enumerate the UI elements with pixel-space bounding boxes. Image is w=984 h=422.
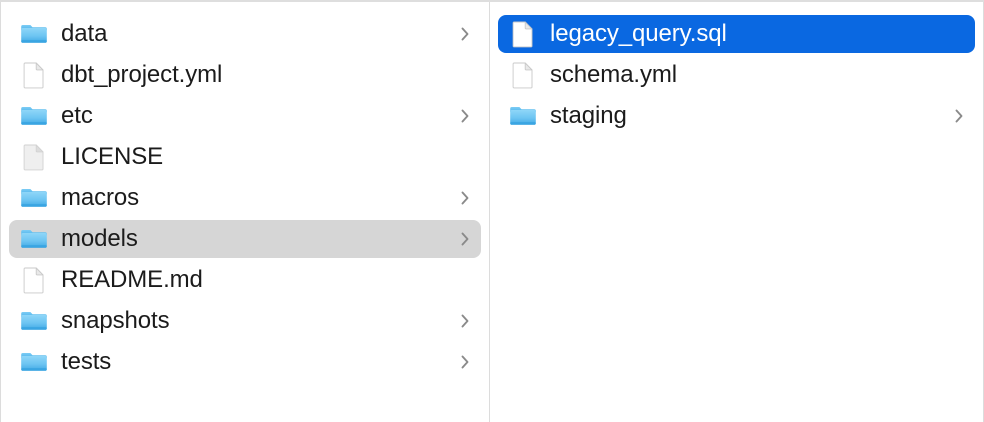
finder-column-child[interactable]: legacy_query.sql schema.yml staging <box>490 2 984 422</box>
item-label: dbt_project.yml <box>61 61 223 88</box>
folder-icon <box>19 224 49 254</box>
item-label: data <box>61 20 108 47</box>
document-icon <box>508 60 538 90</box>
item-label: models <box>61 225 138 252</box>
folder-icon <box>19 183 49 213</box>
item-label: snapshots <box>61 307 170 334</box>
item-label: LICENSE <box>61 143 164 170</box>
file-row[interactable]: LICENSE <box>9 138 481 176</box>
folder-row[interactable]: snapshots <box>9 302 481 340</box>
finder-column-parent[interactable]: data dbt_project.yml etc LICENSE <box>0 2 490 422</box>
file-row[interactable]: dbt_project.yml <box>9 56 481 94</box>
item-label: tests <box>61 348 112 375</box>
file-row[interactable]: README.md <box>9 261 481 299</box>
item-label: etc <box>61 102 93 129</box>
item-label: schema.yml <box>550 61 678 88</box>
chevron-right-icon[interactable] <box>458 228 472 250</box>
chevron-right-icon[interactable] <box>952 105 966 127</box>
folder-row[interactable]: data <box>9 15 481 53</box>
file-row[interactable]: legacy_query.sql <box>498 15 975 53</box>
file-row[interactable]: schema.yml <box>498 56 975 94</box>
plain-document-icon <box>19 142 49 172</box>
folder-row[interactable]: etc <box>9 97 481 135</box>
item-label: staging <box>550 102 627 129</box>
folder-row[interactable]: tests <box>9 343 481 381</box>
chevron-right-icon[interactable] <box>458 351 472 373</box>
chevron-right-icon[interactable] <box>458 187 472 209</box>
document-icon <box>19 60 49 90</box>
folder-row[interactable]: macros <box>9 179 481 217</box>
folder-icon <box>19 19 49 49</box>
folder-icon <box>19 347 49 377</box>
chevron-right-icon[interactable] <box>458 23 472 45</box>
chevron-right-icon[interactable] <box>458 310 472 332</box>
folder-icon <box>508 101 538 131</box>
item-label: macros <box>61 184 140 211</box>
document-icon <box>19 265 49 295</box>
folder-icon <box>19 101 49 131</box>
folder-icon <box>19 306 49 336</box>
item-label: legacy_query.sql <box>550 20 727 47</box>
folder-row[interactable]: models <box>9 220 481 258</box>
folder-row[interactable]: staging <box>498 97 975 135</box>
chevron-right-icon[interactable] <box>458 105 472 127</box>
item-label: README.md <box>61 266 203 293</box>
document-icon <box>508 19 538 49</box>
